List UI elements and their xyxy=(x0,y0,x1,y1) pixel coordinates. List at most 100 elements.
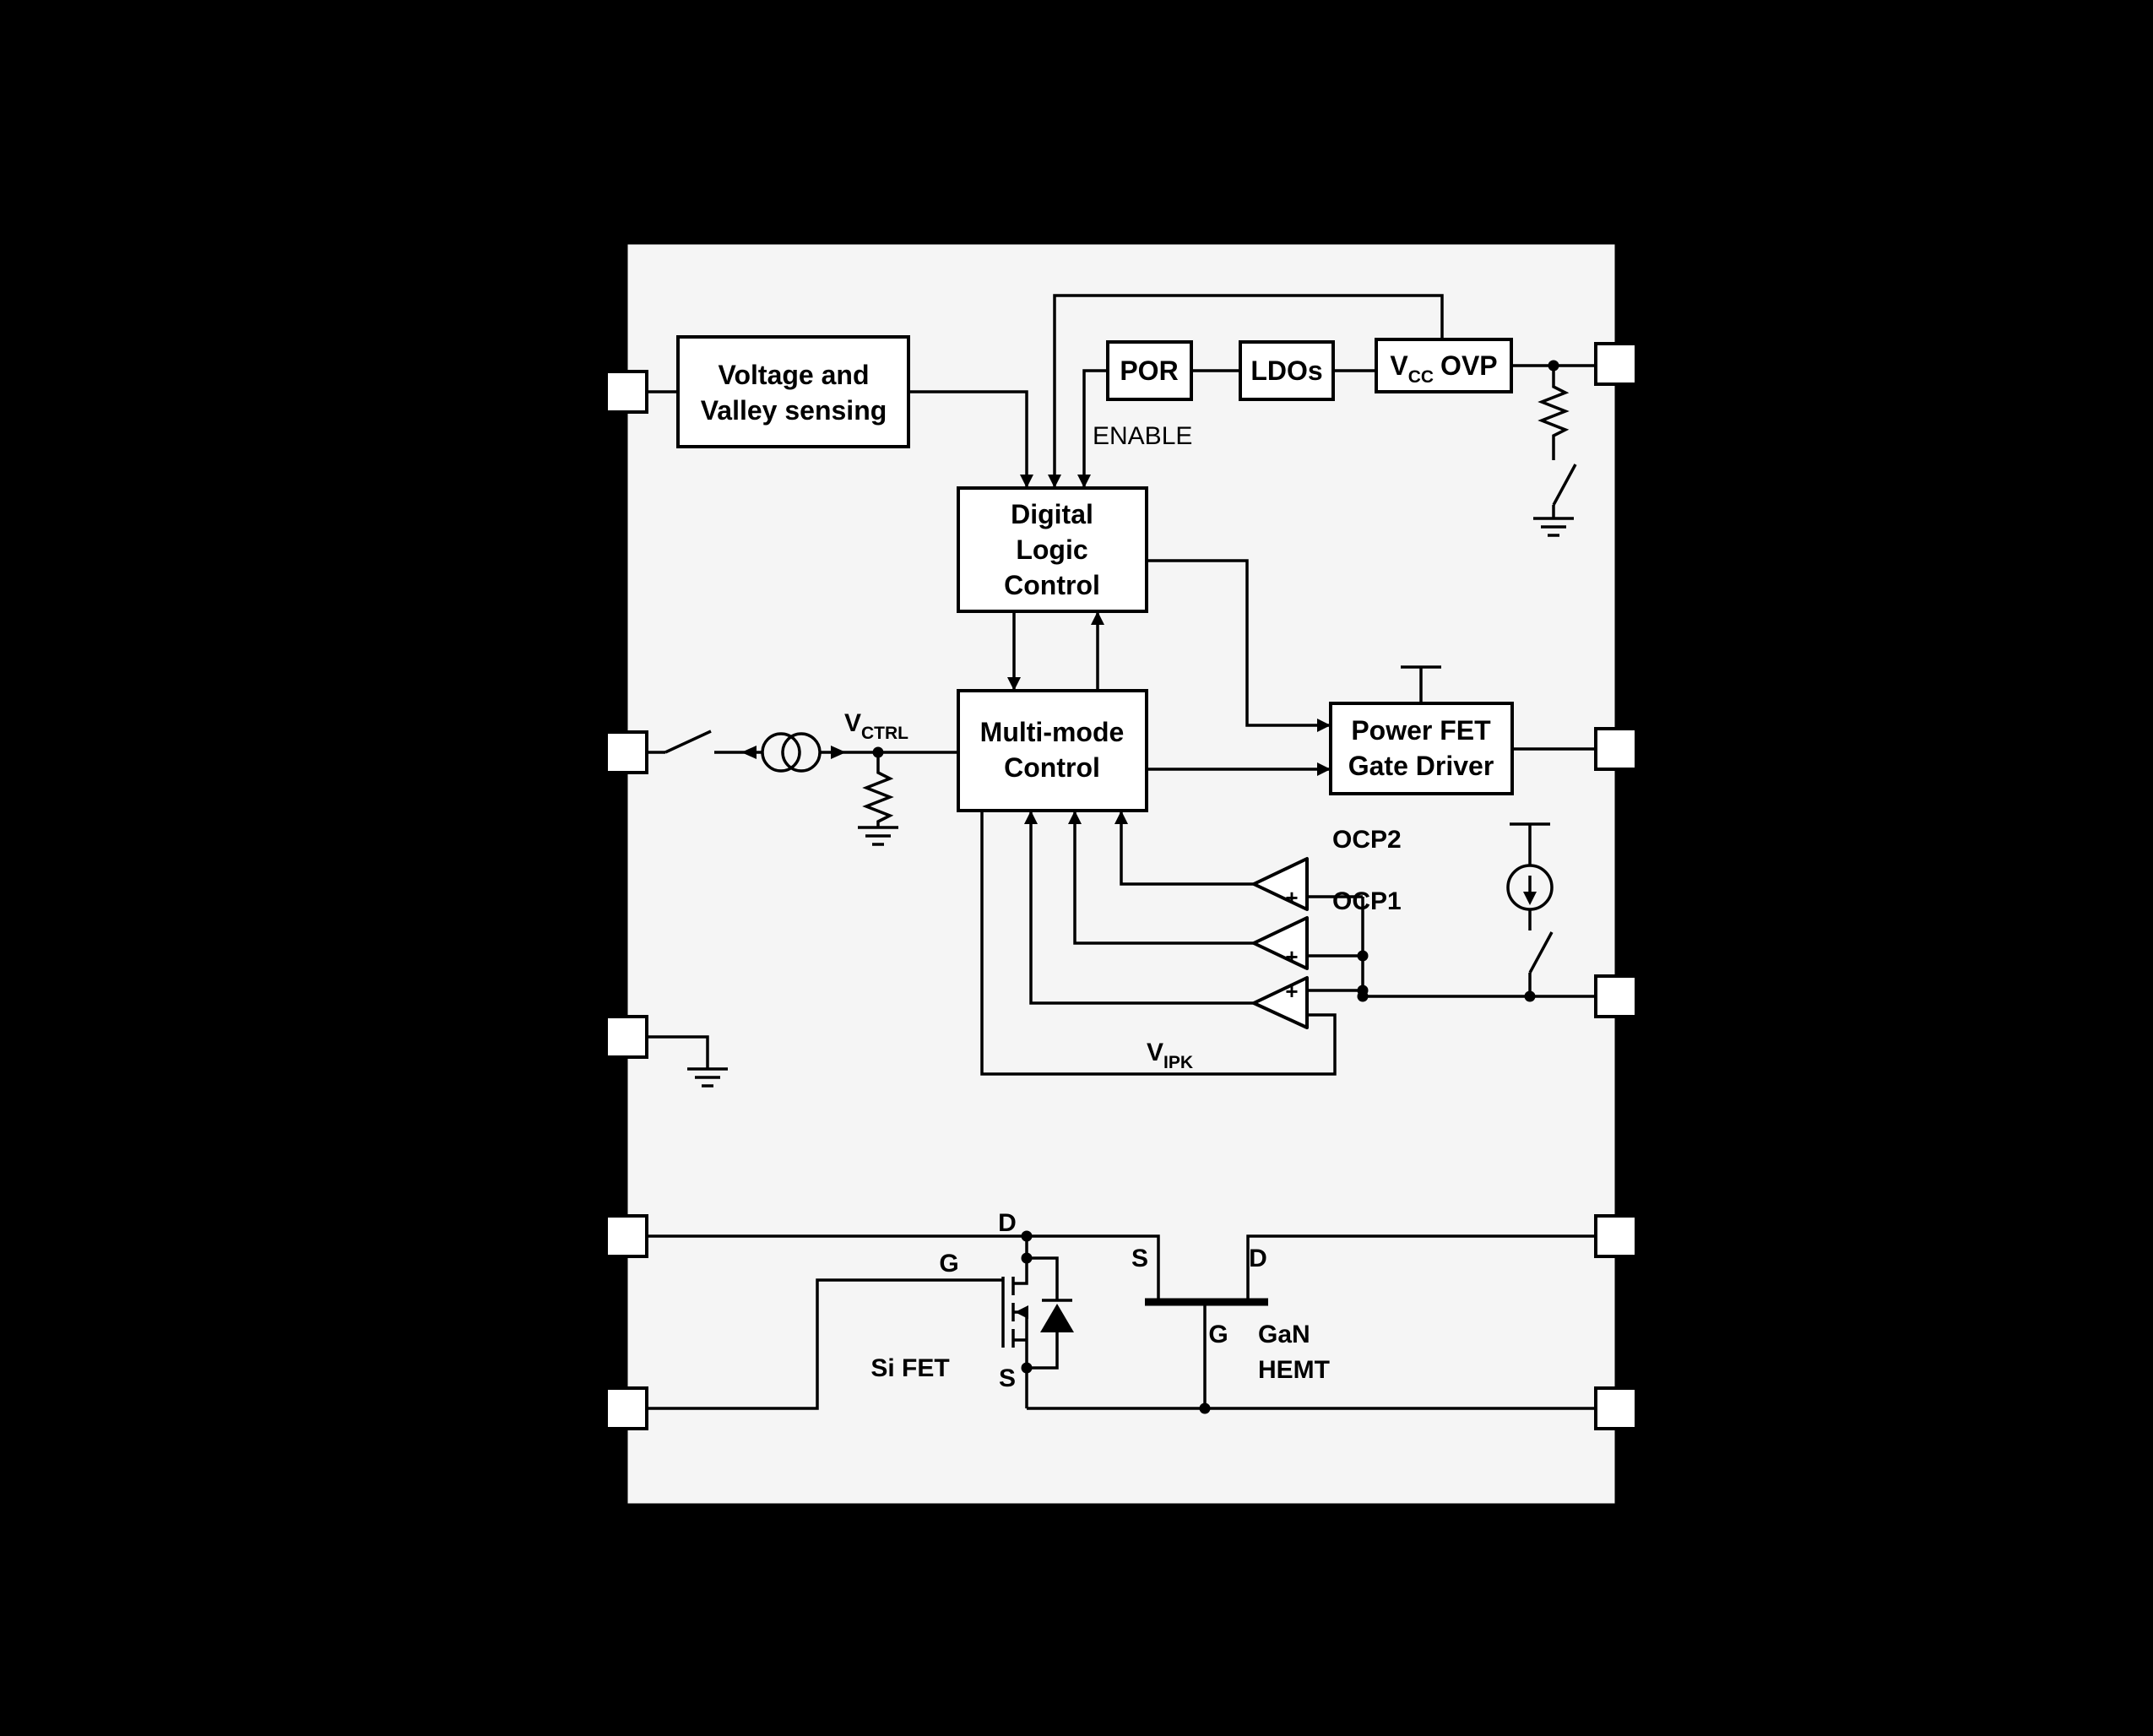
junction-dot xyxy=(1548,360,1559,372)
pin-vctrl xyxy=(605,730,648,774)
junction-dot xyxy=(1021,1362,1033,1374)
block-voltage-valley-sensing: Voltage and Valley sensing xyxy=(676,335,910,448)
block-por: POR xyxy=(1106,340,1193,401)
block-outline xyxy=(1375,338,1513,393)
block-digital-logic-control: Digital Logic Control xyxy=(957,486,1148,613)
block-label: Logic xyxy=(1016,534,1087,565)
pin-gnd xyxy=(605,1015,648,1059)
arrowhead-icon xyxy=(1091,611,1104,625)
block-label: LDOs xyxy=(1250,355,1322,386)
junction-dot xyxy=(1357,990,1369,1002)
block-outline xyxy=(957,689,1148,812)
pin-left-drain xyxy=(605,1214,648,1258)
si-fet-gate-label: G xyxy=(939,1250,958,1278)
supply-bar-icon xyxy=(1510,822,1550,865)
switch-icon xyxy=(664,730,712,754)
wire xyxy=(1029,811,1254,1005)
body-arrow-icon xyxy=(1015,1305,1028,1319)
junction-dot xyxy=(1021,1252,1033,1264)
comparators: + + + xyxy=(1252,857,1309,1029)
block-outline xyxy=(1106,340,1193,401)
wire xyxy=(647,1035,709,1069)
pin-gate-drive xyxy=(1594,727,1638,771)
wire xyxy=(1246,1234,1596,1299)
block-label: Power FET xyxy=(1351,715,1491,746)
pin-vcc xyxy=(1594,342,1638,386)
ground-icon xyxy=(687,1067,728,1088)
ocp2-label: OCP2 xyxy=(1332,826,1402,854)
block-outline xyxy=(1239,340,1335,401)
wire xyxy=(1147,559,1331,727)
block-label: Voltage and xyxy=(719,360,870,390)
wire xyxy=(1053,294,1444,488)
plus-input-label: + xyxy=(1285,944,1298,969)
block-label: Valley sensing xyxy=(701,395,887,426)
arrowhead-icon xyxy=(1068,811,1082,824)
gan-gate-label: G xyxy=(1208,1321,1228,1348)
ocp1-label: OCP1 xyxy=(1332,887,1402,915)
block-outline xyxy=(957,486,1148,613)
ground-icon xyxy=(858,826,898,846)
si-fet-symbol xyxy=(1001,1236,1074,1408)
arrowhead-icon xyxy=(1024,811,1038,824)
junction-dots xyxy=(872,360,1559,1414)
block-power-fet-gate-driver: Power FET Gate Driver xyxy=(1329,702,1514,795)
current-source-icon xyxy=(761,732,801,773)
pin-right-drain xyxy=(1594,1214,1638,1258)
arrowhead-icon xyxy=(1317,719,1331,732)
block-label: POR xyxy=(1120,355,1178,386)
supply-bar-icon xyxy=(1401,665,1441,703)
block-label: Multi-mode xyxy=(980,717,1125,747)
plus-input-label: + xyxy=(1285,885,1298,910)
si-fet-drain-label: D xyxy=(998,1209,1017,1237)
si-fet-source-label: S xyxy=(999,1364,1016,1392)
arrowhead-icon xyxy=(1007,677,1021,691)
comparator-vipk xyxy=(1252,976,1309,1029)
wire-enable xyxy=(1082,369,1108,488)
junction-dot xyxy=(872,746,884,758)
wire-gate xyxy=(647,1278,1003,1410)
arrowhead-icon xyxy=(1317,762,1331,776)
pin-top-left xyxy=(605,370,648,414)
comparator-ocp1 xyxy=(1252,916,1309,970)
comparator-ocp2 xyxy=(1252,857,1309,911)
block-label: Gate Driver xyxy=(1348,751,1494,781)
wires xyxy=(647,294,1596,1410)
vctrl-label: VCTRL xyxy=(844,709,908,743)
arrowhead-icon xyxy=(1077,475,1091,488)
block-label: Control xyxy=(1004,752,1100,783)
ground-icon xyxy=(1533,517,1574,537)
current-source-icon xyxy=(781,732,822,773)
arrowheads xyxy=(741,475,1331,824)
si-fet-name: Si FET xyxy=(870,1354,949,1382)
gan-name-line2: HEMT xyxy=(1258,1356,1330,1384)
junction-dot xyxy=(1021,1230,1033,1242)
block-label: Digital xyxy=(1011,499,1093,529)
resistor-icon xyxy=(862,752,894,827)
block-outline xyxy=(1329,702,1514,795)
drain-lead xyxy=(1013,1236,1028,1285)
block-multi-mode-control: Multi-mode Control xyxy=(957,689,1148,812)
arrowhead-icon xyxy=(1523,892,1537,905)
signal-labels: ENABLE VCTRL OCP2 OCP1 VIPK D G S Si FET… xyxy=(844,422,1402,1392)
wire xyxy=(1120,811,1254,886)
wire xyxy=(908,390,1028,488)
gan-name-line1: GaN xyxy=(1258,1321,1310,1348)
block-outline xyxy=(676,335,910,448)
body-diode-icon xyxy=(1027,1256,1072,1370)
junction-dot xyxy=(1357,950,1369,962)
wire xyxy=(1073,811,1254,945)
package-pins xyxy=(605,342,1638,1430)
pin-current-sense xyxy=(1594,974,1638,1018)
arrowhead-icon xyxy=(1114,811,1128,824)
arrowhead-icon xyxy=(831,746,846,759)
pin-right-source xyxy=(1594,1386,1638,1430)
enable-label: ENABLE xyxy=(1093,422,1192,450)
block-ldos: LDOs xyxy=(1239,340,1335,401)
block-label: Control xyxy=(1004,570,1100,600)
junction-dot xyxy=(1524,990,1536,1002)
plus-input-label: + xyxy=(1285,979,1298,1004)
switch-icon xyxy=(1552,464,1577,506)
